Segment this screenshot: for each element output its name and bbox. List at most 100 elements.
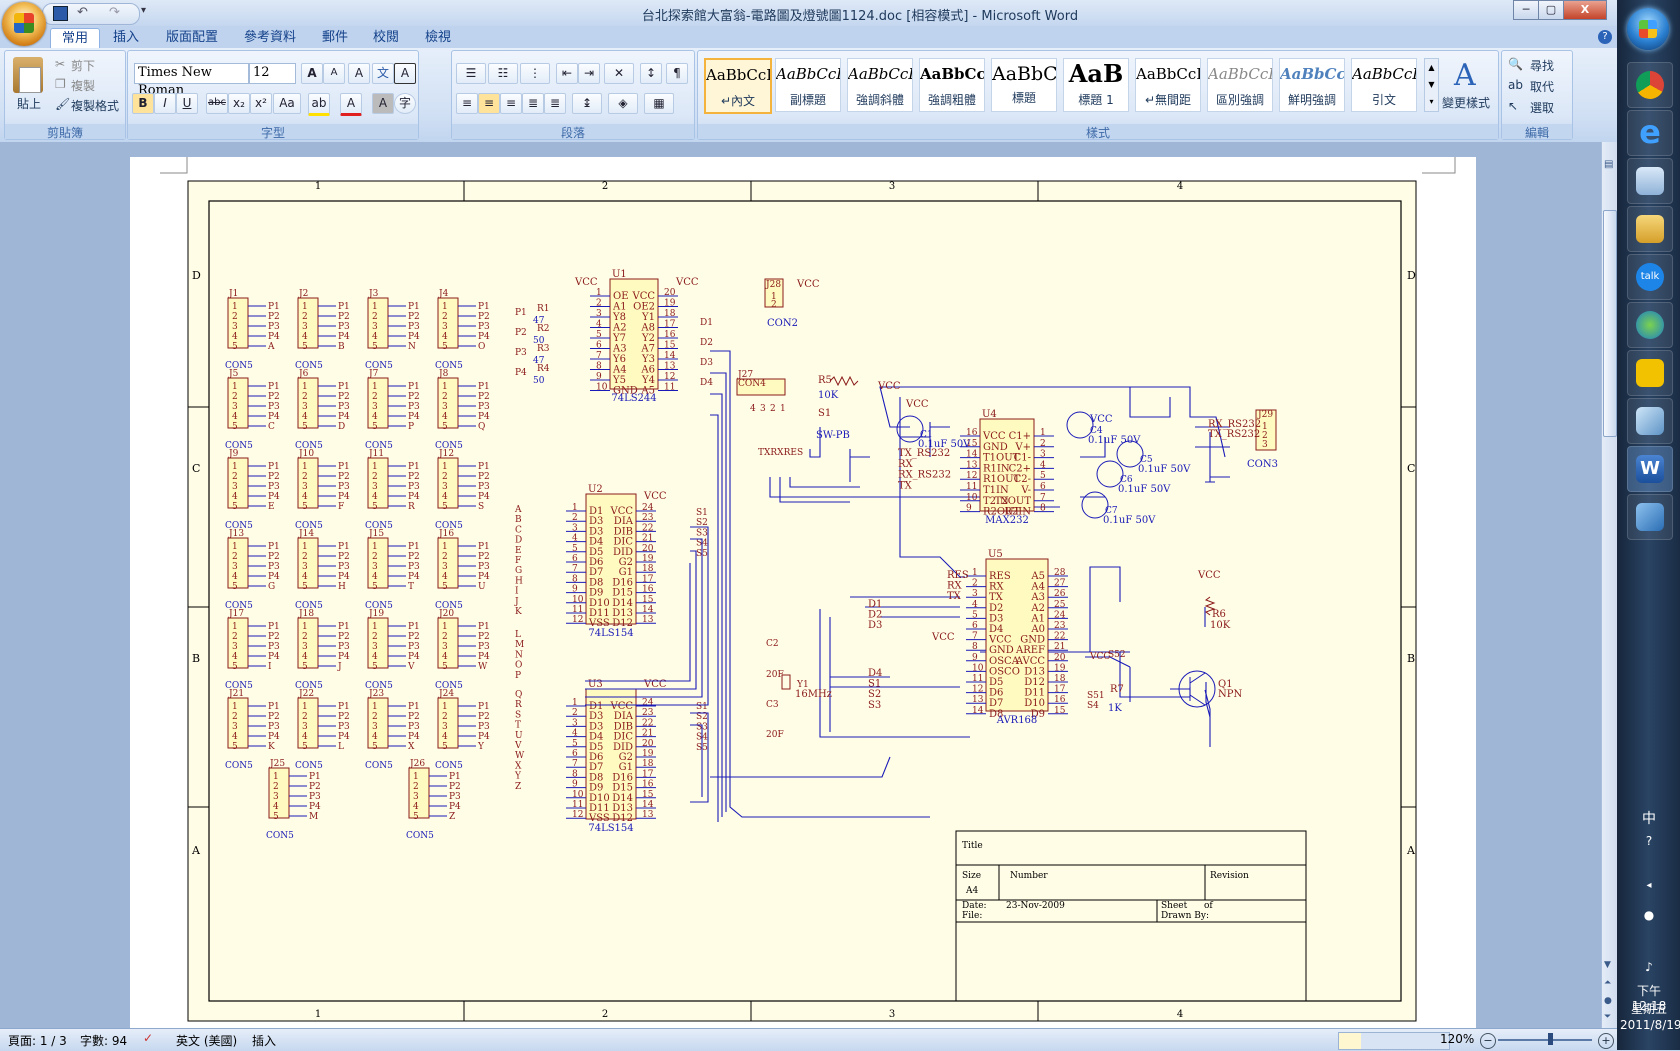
style-normal[interactable]: AaBbCcI↵內文 [704,58,772,114]
minimize-button[interactable]: ─ [1513,0,1539,20]
style-no-spacing[interactable]: AaBbCcI↵無間距 [1135,58,1201,112]
change-case-button[interactable]: Aa [273,93,301,114]
redo-icon[interactable]: ↷ [109,5,120,20]
tab-layout[interactable]: 版面配置 [166,30,219,45]
format-painter-button[interactable]: 複製格式 [71,99,120,113]
clear-format-button[interactable]: A [348,63,370,84]
browse-object-icon[interactable]: ● [1604,996,1612,1006]
taskbar-talk[interactable]: talk [1627,254,1673,300]
next-page-icon[interactable]: ⏷ [1604,1012,1612,1022]
ruler-toggle-icon[interactable]: ▤ [1604,159,1614,170]
maximize-button[interactable]: ▢ [1538,0,1564,20]
taskbar-ie[interactable]: e [1627,110,1673,156]
cut-button[interactable]: 剪下 [71,59,96,73]
justify-icon[interactable]: ≣ [522,93,544,114]
zoom-slider-thumb[interactable] [1548,1033,1553,1045]
enclose-char-icon[interactable]: 字 [394,93,416,114]
word-count[interactable]: 字數: 94 [80,1034,128,1048]
taskbar-explorer[interactable] [1627,206,1673,252]
close-button[interactable]: X [1563,0,1607,20]
show-marks-icon[interactable]: ¶ [666,63,688,84]
insert-mode[interactable]: 插入 [252,1034,277,1048]
tab-view[interactable]: 檢視 [425,30,452,45]
prev-page-icon[interactable]: ⏶ [1604,978,1612,988]
shrink-font-button[interactable]: A [323,63,345,84]
align-right-icon[interactable]: ≡ [500,93,522,114]
underline-button[interactable]: U [176,93,198,114]
zoom-level[interactable]: 120% [1440,1032,1475,1046]
phonetic-icon[interactable]: 文 [372,63,394,84]
font-size-box[interactable]: 12 [249,63,296,84]
bold-button[interactable]: B [132,93,154,114]
align-center-icon[interactable]: ≡ [478,93,500,114]
change-styles-icon[interactable]: A [1454,58,1476,93]
grow-font-button[interactable]: A [301,63,323,84]
taskbar-word[interactable]: W [1627,446,1673,492]
start-button[interactable] [1627,8,1669,50]
taskbar-app-yellow[interactable] [1627,350,1673,396]
italic-button[interactable]: I [154,93,176,114]
find-button[interactable]: 尋找 [1530,59,1555,73]
subscript-button[interactable]: x₂ [228,93,250,114]
tray-expand-icon[interactable]: ◂ [1646,880,1652,891]
clock-time[interactable]: 下午 12:18 [1631,984,1667,1013]
bullets-icon[interactable]: ☰ [456,63,486,84]
clock-day[interactable]: 星期五 [1630,1002,1667,1016]
styles-scroll-icon[interactable]: ▲▼▾ [1424,58,1439,112]
zoom-in-icon[interactable]: + [1598,1033,1614,1049]
multilevel-list-icon[interactable]: ⋮ [520,63,550,84]
help-icon[interactable]: ? [1598,30,1612,44]
save-icon[interactable] [53,6,68,21]
tab-mailings[interactable]: 郵件 [322,30,349,45]
select-button[interactable]: 選取 [1530,101,1555,115]
ime-indicator[interactable]: 中 [1642,811,1656,827]
taskbar-search[interactable] [1627,158,1673,204]
taskbar-box[interactable] [1627,494,1673,540]
strike-button[interactable]: abc [206,93,228,114]
tab-home[interactable]: 常用 [50,28,101,49]
change-styles-button[interactable]: 變更樣式 [1442,96,1491,110]
scroll-down-icon[interactable]: ▼ [1604,960,1611,970]
taskbar-window[interactable] [1627,398,1673,444]
replace-button[interactable]: 取代 [1530,80,1555,94]
view-buttons[interactable] [1338,1032,1450,1050]
page-count[interactable]: 頁面: 1 / 3 [8,1034,67,1048]
zoom-slider[interactable] [1498,1039,1592,1041]
distribute-icon[interactable]: ≣ [544,93,566,114]
asian-layout-icon[interactable]: ✕ [604,63,634,84]
paste-icon[interactable] [13,57,43,93]
increase-indent-icon[interactable]: ⇥ [578,63,600,84]
borders-icon[interactable]: ▦ [644,93,674,114]
tab-review[interactable]: 校閱 [373,30,400,45]
copy-button[interactable]: 複製 [71,79,96,93]
tab-insert[interactable]: 插入 [113,30,140,45]
undo-icon[interactable]: ↶ [77,5,88,20]
font-name-box[interactable]: Times New Roman [134,63,249,98]
taskbar-messenger[interactable] [1627,302,1673,348]
language-indicator[interactable]: 英文 (美國) [176,1034,238,1048]
numbering-icon[interactable]: ☷ [488,63,518,84]
char-border-icon[interactable]: A [394,63,416,84]
volume-icon[interactable]: ♪ [1645,960,1653,974]
char-shading-icon[interactable]: A [372,93,394,114]
highlight-icon[interactable]: ab [308,93,330,116]
decrease-indent-icon[interactable]: ⇤ [556,63,578,84]
superscript-button[interactable]: x² [250,93,272,114]
align-left-icon[interactable]: ≡ [456,93,478,114]
zoom-out-icon[interactable]: − [1480,1033,1496,1049]
taskbar-chrome[interactable] [1627,62,1673,108]
clock-date[interactable]: 2011/8/19 [1620,1018,1680,1032]
scrollbar-thumb[interactable] [1603,210,1617,437]
tab-references[interactable]: 參考資料 [244,30,297,45]
paste-button[interactable]: 貼上 [17,97,42,111]
sort-icon[interactable]: ↕ [640,63,662,84]
ime-help-icon[interactable]: ? [1645,834,1653,848]
proofing-icon[interactable]: ✓ [143,1031,154,1045]
style-strong[interactable]: AaBbCcl強調粗體 [919,58,985,112]
